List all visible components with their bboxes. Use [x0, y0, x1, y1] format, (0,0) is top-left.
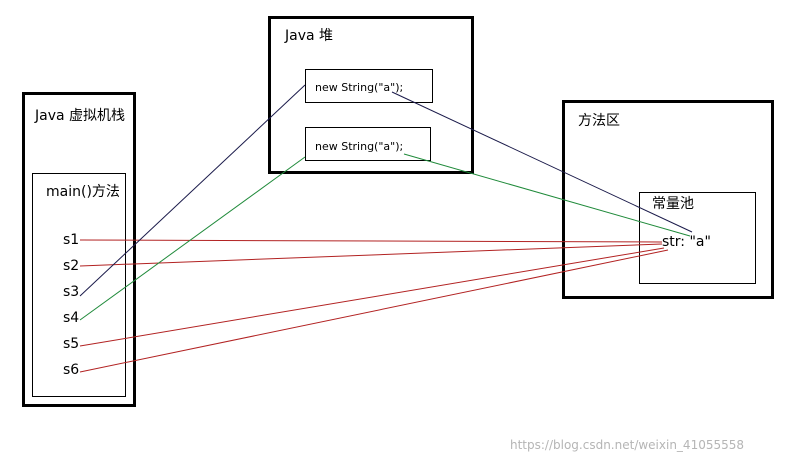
ref-line-s4	[79, 156, 306, 321]
ref-line-s5	[79, 247, 665, 347]
constant-pool-box: 常量池	[639, 192, 756, 284]
var-s3: s3	[63, 284, 80, 300]
method-area-title: 方法区	[578, 113, 620, 129]
heap-title: Java 堆	[285, 28, 334, 44]
main-frame-box: main()方法	[32, 173, 126, 397]
var-s4: s4	[63, 310, 80, 326]
var-s1: s1	[63, 232, 80, 248]
ref-line-s2	[79, 243, 663, 267]
ref-line-s3	[79, 84, 306, 297]
ref-line-heap2-to-pool	[403, 153, 691, 237]
var-s6: s6	[63, 362, 80, 378]
watermark: https://blog.csdn.net/weixin_41055558	[510, 438, 745, 452]
heap-object-1: new String("a");	[305, 69, 433, 103]
stack-title: Java 虚拟机栈	[35, 108, 126, 124]
heap-object-2-label: new String("a");	[315, 140, 404, 153]
heap-box: Java 堆	[268, 16, 474, 174]
heap-object-1-label: new String("a");	[315, 81, 404, 94]
main-frame-title: main()方法	[46, 184, 120, 200]
var-s5: s5	[63, 336, 80, 352]
var-s2: s2	[63, 258, 80, 274]
heap-object-2: new String("a");	[305, 127, 431, 161]
ref-line-s6	[79, 249, 669, 373]
pool-entry-str-a: str: "a"	[662, 234, 711, 250]
ref-line-s1	[79, 239, 663, 243]
stack-box: Java 虚拟机栈 main()方法	[22, 92, 136, 407]
constant-pool-title: 常量池	[652, 196, 694, 212]
ref-line-heap1-to-pool	[391, 91, 693, 233]
